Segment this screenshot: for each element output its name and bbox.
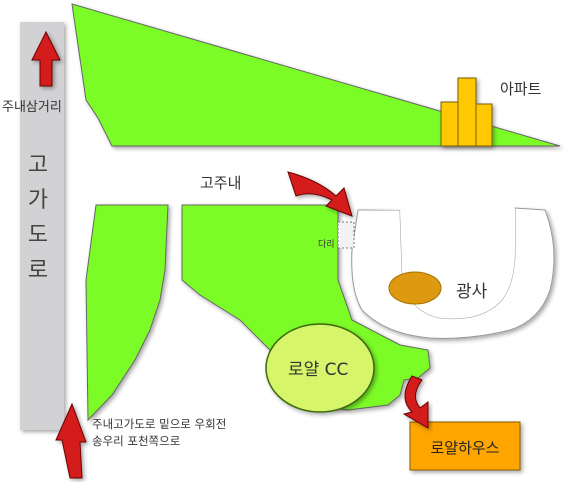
junction-label: 주내삼거리 [2, 100, 62, 115]
building-icon [440, 77, 493, 147]
route-line-1: 주내고가도로 밑으로 우회전 [92, 417, 227, 431]
bridge-marker [337, 221, 355, 249]
overpass-road [20, 22, 64, 430]
green-zone-left [85, 204, 169, 422]
stream-label: 고주내 [200, 174, 242, 192]
golf-course-circle [265, 323, 375, 413]
curved-red-arrow-icon [402, 375, 429, 429]
plaza-label: 광사 [456, 282, 488, 302]
apartment-label: 아파트 [500, 80, 542, 98]
bridge-label: 다리 [318, 240, 335, 250]
destination-box [409, 421, 521, 471]
plaza-inner [358, 208, 515, 319]
golf-course-label: 로얄 CC [288, 360, 349, 380]
overpass-label: 고가도로 [27, 153, 49, 283]
destination-label: 로얄하우스 [430, 439, 500, 457]
curved-red-arrow-icon [287, 171, 353, 217]
route-line-2: 송우리 포천쪽으로 [92, 434, 181, 448]
curved-red-arrow-icon [31, 30, 61, 87]
plaza-pond [388, 271, 442, 305]
curved-red-arrow-icon [55, 402, 87, 479]
route-directions: 주내고가도로 밑으로 우회전 송우리 포천쪽으로 [92, 416, 226, 450]
